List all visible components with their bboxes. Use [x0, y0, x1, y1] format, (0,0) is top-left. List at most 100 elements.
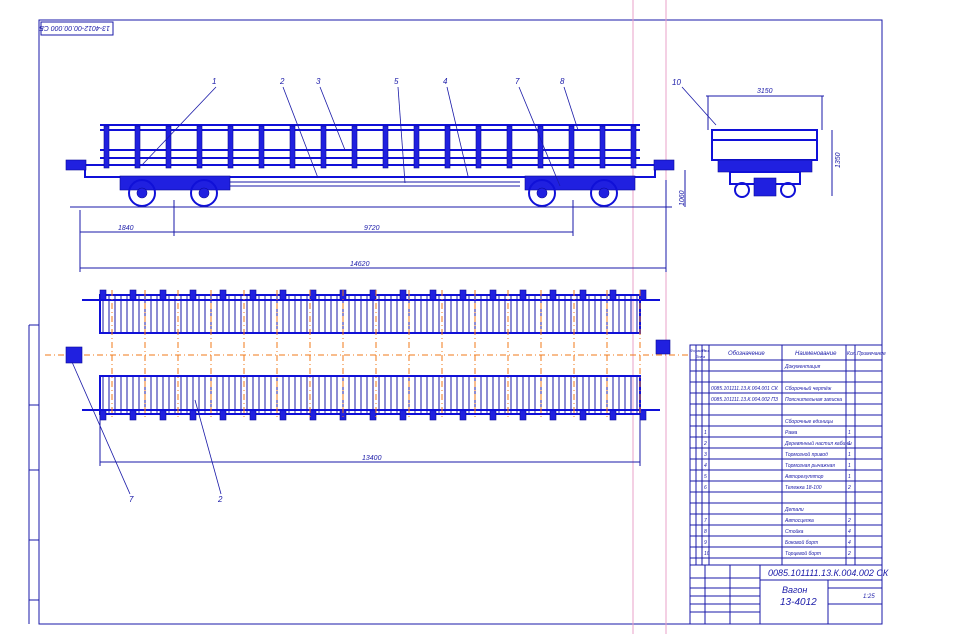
leader-3: 2: [279, 77, 285, 86]
leader-1: 1: [212, 77, 216, 86]
spec-row-qty: 2: [847, 551, 851, 557]
plan-stake-top: [189, 289, 197, 301]
col-header-pos: Поз.: [702, 348, 710, 353]
plan-stake-top: [549, 289, 557, 301]
plan-stake-top: [99, 289, 107, 301]
spec-row-name: Деревянный настил кабины: [784, 440, 852, 447]
spec-row-name: Стойка: [785, 528, 804, 535]
dim-3150: 3150: [757, 88, 773, 95]
spec-row-pos: 4: [704, 463, 707, 469]
spec-row-qty: 1: [848, 474, 851, 480]
top-stamp-box: [40, 21, 114, 36]
leader-8: 8: [560, 77, 565, 86]
plan-stake-top: [219, 289, 227, 301]
plan-stake-top: [369, 289, 377, 301]
spec-row-pos: 10: [704, 551, 710, 557]
dim-1060: 1060: [679, 190, 686, 206]
spec-row-name: Документация: [784, 364, 821, 370]
spec-row-name: Рама: [785, 430, 798, 436]
plan-stake-bottom: [399, 409, 407, 421]
side-stake: [227, 125, 234, 169]
bogie-right: [524, 175, 636, 207]
product-name-1: Вагон: [782, 585, 807, 595]
document-code: 0085.101111.13.К.004.002 СК: [768, 568, 889, 578]
spec-row-name: Авторегулятор: [784, 474, 824, 480]
spec-table: Документация 0085.101111.13.К.004.001 СК С…: [689, 344, 886, 625]
spec-row-designation: 0085.101111.13.К.004.001 СК: [711, 386, 779, 392]
plan-stake-bottom: [129, 409, 137, 421]
scale: 1:25: [863, 594, 875, 600]
spec-row-name: Сборочные единицы: [785, 419, 833, 425]
plan-coupler-left: [65, 346, 83, 364]
side-stake: [506, 125, 513, 169]
side-stake: [289, 125, 296, 169]
dim-9720: 9720: [364, 225, 380, 232]
col-header-name: Наименование: [795, 351, 837, 357]
plan-stake-top: [489, 289, 497, 301]
spec-row-pos: 9: [704, 540, 707, 546]
spec-row-pos: 1: [704, 430, 707, 436]
top-stamp-text: 13-4012-00.00.000 СБ: [39, 24, 110, 31]
plan-stake-top: [579, 289, 587, 301]
leader-plan-7: 7: [129, 495, 134, 504]
spec-row-name: Автосцепка: [784, 518, 814, 524]
side-frame: [84, 164, 656, 178]
spec-row-qty: 1: [848, 463, 851, 469]
plan-stake-bottom: [459, 409, 467, 421]
side-view: 1 2 3 5 4 7 8 1840 9720 14620 1060: [65, 77, 686, 272]
side-stake: [134, 125, 141, 169]
plan-stake-top: [609, 289, 617, 301]
outer-frame: [38, 19, 883, 625]
plan-stake-bottom: [99, 409, 107, 421]
spec-row-name: Тележка 18-100: [785, 485, 822, 491]
spec-row-name: Тормозная рычажная: [785, 463, 835, 469]
plan-stake-bottom: [519, 409, 527, 421]
plan-stake-top: [249, 289, 257, 301]
spec-row-qty: 4: [848, 540, 851, 546]
side-stake: [320, 125, 327, 169]
spec-row-name: Сборочный чертёж: [785, 385, 832, 392]
spec-row-name: Боковой борт: [785, 539, 818, 546]
bogie-left: [119, 175, 231, 207]
plan-stake-bottom: [489, 409, 497, 421]
leader-plan-2: 2: [217, 495, 223, 504]
col-header-designation: Обозначение: [728, 351, 765, 357]
spec-row-pos: 8: [704, 529, 707, 535]
plan-stake-bottom: [609, 409, 617, 421]
leader-5: 5: [394, 77, 399, 86]
spec-row-pos: 2: [703, 441, 707, 447]
plan-stake-top: [639, 289, 647, 301]
leader-9: 3: [316, 77, 321, 86]
dim-1840: 1840: [118, 225, 134, 232]
side-stake: [537, 125, 544, 169]
side-stake: [568, 125, 575, 169]
side-stake: [351, 125, 358, 169]
spec-row-name: Торцевой борт: [785, 550, 821, 557]
dim-14620: 14620: [350, 261, 370, 268]
side-stake: [196, 125, 203, 169]
spec-row-qty: 2: [847, 485, 851, 491]
plan-stake-top: [279, 289, 287, 301]
title-block: 0085.101111.13.К.004.002 СК Вагон 13-401…: [689, 564, 889, 625]
plan-stake-bottom: [249, 409, 257, 421]
plan-stake-top: [399, 289, 407, 301]
side-stake: [599, 125, 606, 169]
plan-stake-bottom: [579, 409, 587, 421]
plan-stake-bottom: [219, 409, 227, 421]
col-header-qty: Кол.: [847, 351, 857, 357]
side-leaders: 1 2 3 5 4 7 8: [141, 77, 579, 187]
plan-axes: [111, 290, 641, 420]
spec-row-qty: 1: [848, 430, 851, 436]
spec-row-name: Детали: [784, 507, 804, 513]
end-view: 3150 1350 10: [672, 78, 842, 198]
plan-stake-bottom: [309, 409, 317, 421]
plan-stake-top: [129, 289, 137, 301]
left-stamp-strip: [29, 324, 39, 601]
plan-stake-top: [519, 289, 527, 301]
side-stake: [258, 125, 265, 169]
plan-coupler-right: [655, 339, 671, 355]
leader-4: 4: [443, 77, 448, 86]
plan-stake-bottom: [279, 409, 287, 421]
plan-stake-bottom: [639, 409, 647, 421]
